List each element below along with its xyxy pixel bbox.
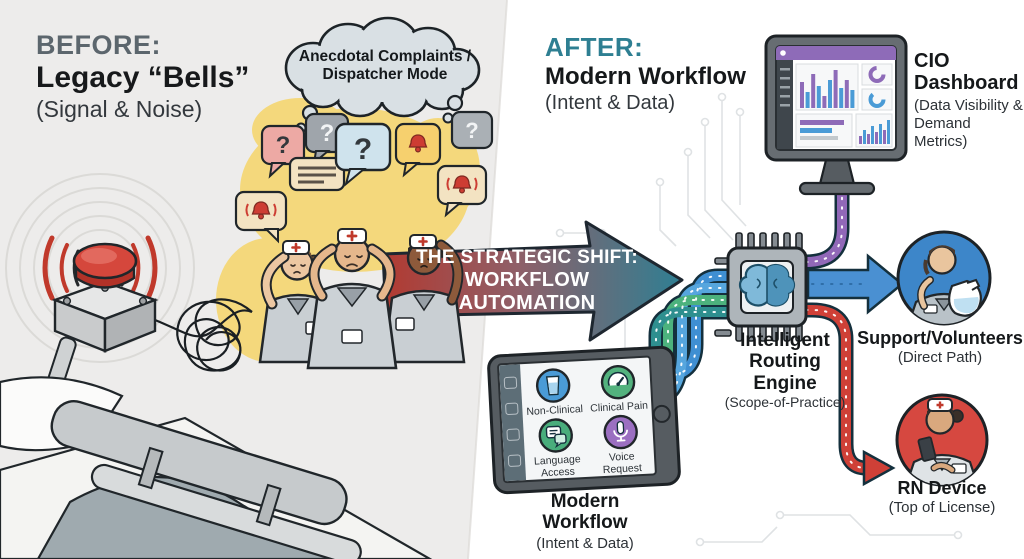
call-button xyxy=(51,242,159,353)
after-title: Modern Workflow xyxy=(545,63,746,90)
tablet-app-grid: Non-Clinical Clinical Pain xyxy=(520,358,655,481)
before-heading: BEFORE: Legacy “Bells” (Signal & Noise) xyxy=(36,30,296,123)
support-arrow xyxy=(806,253,904,315)
app-non-clinical[interactable]: Non-Clinical xyxy=(521,366,587,419)
dashboard-sub: (Data Visibility & Demand Metrics) xyxy=(914,96,1023,150)
translate-chat-icon xyxy=(538,418,574,454)
support-title: Support/Volunteers xyxy=(857,328,1023,348)
dashboard-bar-chart xyxy=(795,63,859,111)
modern-workflow-tablet: Non-Clinical Clinical Pain xyxy=(486,345,682,495)
tablet-caption-title: Modern Workflow xyxy=(542,491,628,533)
app-voice-request[interactable]: Voice Request xyxy=(588,413,655,477)
after-heading: AFTER: Modern Workflow (Intent & Data) xyxy=(545,32,785,115)
dashboard-hbar-panel xyxy=(795,113,853,148)
bell-icon xyxy=(503,376,518,390)
tablet-caption: Modern Workflow (Intent & Data) xyxy=(500,491,670,552)
routing-engine-chip xyxy=(714,232,808,342)
tablet-screen: Non-Clinical Clinical Pain xyxy=(496,355,657,484)
volunteer-pitcher-icon xyxy=(896,230,992,326)
app-label: Language Access xyxy=(533,453,581,479)
rn-label: RN Device (Top of License) xyxy=(862,478,1022,516)
shift-arrow-line2: WORKFLOW AUTOMATION xyxy=(458,269,596,314)
svg-text:?: ? xyxy=(320,120,335,147)
ringing-bell-bubble xyxy=(234,190,288,244)
thought-cloud-line2: Dispatcher Mode xyxy=(322,66,448,84)
routing-engine-label: Intelligent Routing Engine (Scope-of-Pra… xyxy=(720,330,850,410)
water-glass-icon xyxy=(536,368,571,403)
output-pipes xyxy=(798,158,904,487)
dashboard-monitor-icon xyxy=(764,34,908,196)
tablet-caption-sub: (Intent & Data) xyxy=(536,534,634,552)
microphone-icon xyxy=(603,415,638,450)
home-button[interactable] xyxy=(652,404,672,424)
nurse-center xyxy=(306,228,398,370)
message-lines-bubble xyxy=(288,156,346,192)
hospital-bed xyxy=(0,336,433,559)
water-pitcher xyxy=(948,278,982,317)
rn-sub: (Top of License) xyxy=(888,499,996,516)
bell-bubble xyxy=(394,122,442,178)
dashboard-donut-charts xyxy=(861,63,893,111)
settings-icon xyxy=(507,454,522,468)
question-bubble: ? xyxy=(260,124,306,179)
question-bubble: ? xyxy=(450,110,494,150)
shift-arrow-line1: THE STRATEGIC SHIFT: xyxy=(415,247,639,268)
routing-engine-title: Intelligent Routing Engine xyxy=(740,330,830,394)
question-bubble: ? xyxy=(334,122,392,187)
support-sub: (Direct Path) xyxy=(897,349,983,366)
alert-bubbles: ? ? ? ? xyxy=(234,110,494,244)
rn-arrowhead xyxy=(862,449,896,487)
shift-arrow-label: THE STRATEGIC SHIFT: WORKFLOW AUTOMATION xyxy=(402,247,652,315)
list-icon xyxy=(505,402,519,416)
after-caption: (Intent & Data) xyxy=(545,91,676,114)
app-language-access[interactable]: Language Access xyxy=(523,416,590,480)
routing-engine-sub: (Scope-of-Practice) xyxy=(724,393,846,410)
ringing-bell-bubble xyxy=(436,164,488,218)
stressed-nurses xyxy=(258,228,466,370)
phone-icon xyxy=(917,436,937,462)
before-title: Legacy “Bells” xyxy=(36,61,250,94)
thought-cloud-line1: Anecdotal Complaints / xyxy=(298,48,472,65)
thought-cloud xyxy=(284,16,481,134)
nurse-right xyxy=(382,234,466,364)
tangled-wire xyxy=(154,298,253,372)
before-kicker: BEFORE: xyxy=(36,30,161,60)
thought-cloud-label: Anecdotal Complaints / Dispatcher Mode xyxy=(290,48,480,85)
dashboard-title: CIO Dashboard xyxy=(914,50,1019,95)
dashboard-label: CIO Dashboard (Data Visibility & Demand … xyxy=(914,50,1024,151)
before-caption: (Signal & Noise) xyxy=(36,95,203,122)
svg-text:?: ? xyxy=(465,118,478,143)
rn-title: RN Device xyxy=(897,478,987,498)
app-clinical-pain[interactable]: Clinical Pain xyxy=(585,363,651,416)
pain-gauge-icon xyxy=(600,364,636,400)
route-icon xyxy=(506,428,520,442)
svg-text:?: ? xyxy=(276,132,291,159)
brain-icon xyxy=(738,263,796,307)
nurse-phone-icon xyxy=(895,393,989,487)
dashboard-mini-bars xyxy=(855,113,893,148)
support-label: Support/Volunteers (Direct Path) xyxy=(855,328,1024,366)
app-label: Voice Request xyxy=(602,450,643,476)
after-kicker: AFTER: xyxy=(545,32,644,62)
svg-text:?: ? xyxy=(354,133,372,166)
